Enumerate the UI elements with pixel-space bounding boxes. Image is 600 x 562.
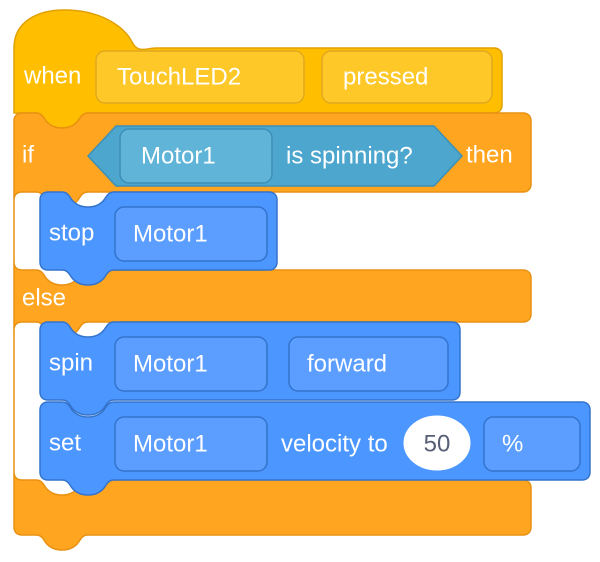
else-keyword-label: else	[22, 284, 66, 311]
then-keyword-label: then	[466, 141, 513, 168]
spin-direction-dropdown-value: forward	[307, 350, 387, 377]
spin-motor-dropdown[interactable]	[114, 336, 268, 392]
condition-motor-dropdown[interactable]	[119, 128, 273, 184]
spin-motor-block[interactable]: spin Motor1 forward	[39, 321, 461, 416]
touchled-device-dropdown-value: TouchLED2	[117, 63, 241, 90]
spin-direction-dropdown[interactable]	[288, 336, 449, 392]
velocity-middle-label: velocity to	[281, 430, 388, 457]
set-prefix-label: set	[49, 429, 81, 456]
condition-motor-dropdown-value: Motor1	[141, 142, 216, 169]
stop-motor-block[interactable]: stop Motor1	[39, 191, 278, 286]
velocity-motor-dropdown-value: Motor1	[133, 430, 208, 457]
stop-prefix-label: stop	[49, 219, 94, 246]
motor-is-spinning-boolean[interactable]: Motor1 is spinning?	[87, 125, 463, 187]
when-prefix-label: when	[23, 62, 81, 89]
velocity-unit-dropdown[interactable]	[483, 416, 581, 472]
touchled-event-dropdown-value: pressed	[343, 63, 428, 90]
velocity-number-input-value: 50	[424, 430, 451, 457]
spin-motor-dropdown-value: Motor1	[133, 350, 208, 377]
when-touchled-pressed-block[interactable]: when TouchLED2 pressed	[13, 9, 503, 129]
is-spinning-predicate-label: is spinning?	[286, 142, 413, 169]
touchled-event-dropdown[interactable]	[321, 50, 493, 104]
velocity-unit-dropdown-value: %	[502, 430, 523, 457]
if-else-block-shape[interactable]	[13, 112, 532, 551]
velocity-motor-dropdown[interactable]	[114, 416, 268, 472]
touchled-device-dropdown[interactable]	[95, 50, 305, 104]
spin-prefix-label: spin	[49, 349, 93, 376]
velocity-number-input[interactable]	[403, 415, 471, 471]
if-else-control-block[interactable]: if then else	[13, 112, 532, 551]
set-motor-velocity-block[interactable]: set Motor1 velocity to 50 %	[39, 401, 591, 496]
stop-motor-dropdown-value: Motor1	[133, 220, 208, 247]
if-keyword-label: if	[22, 141, 34, 168]
stop-motor-dropdown[interactable]	[114, 206, 268, 262]
